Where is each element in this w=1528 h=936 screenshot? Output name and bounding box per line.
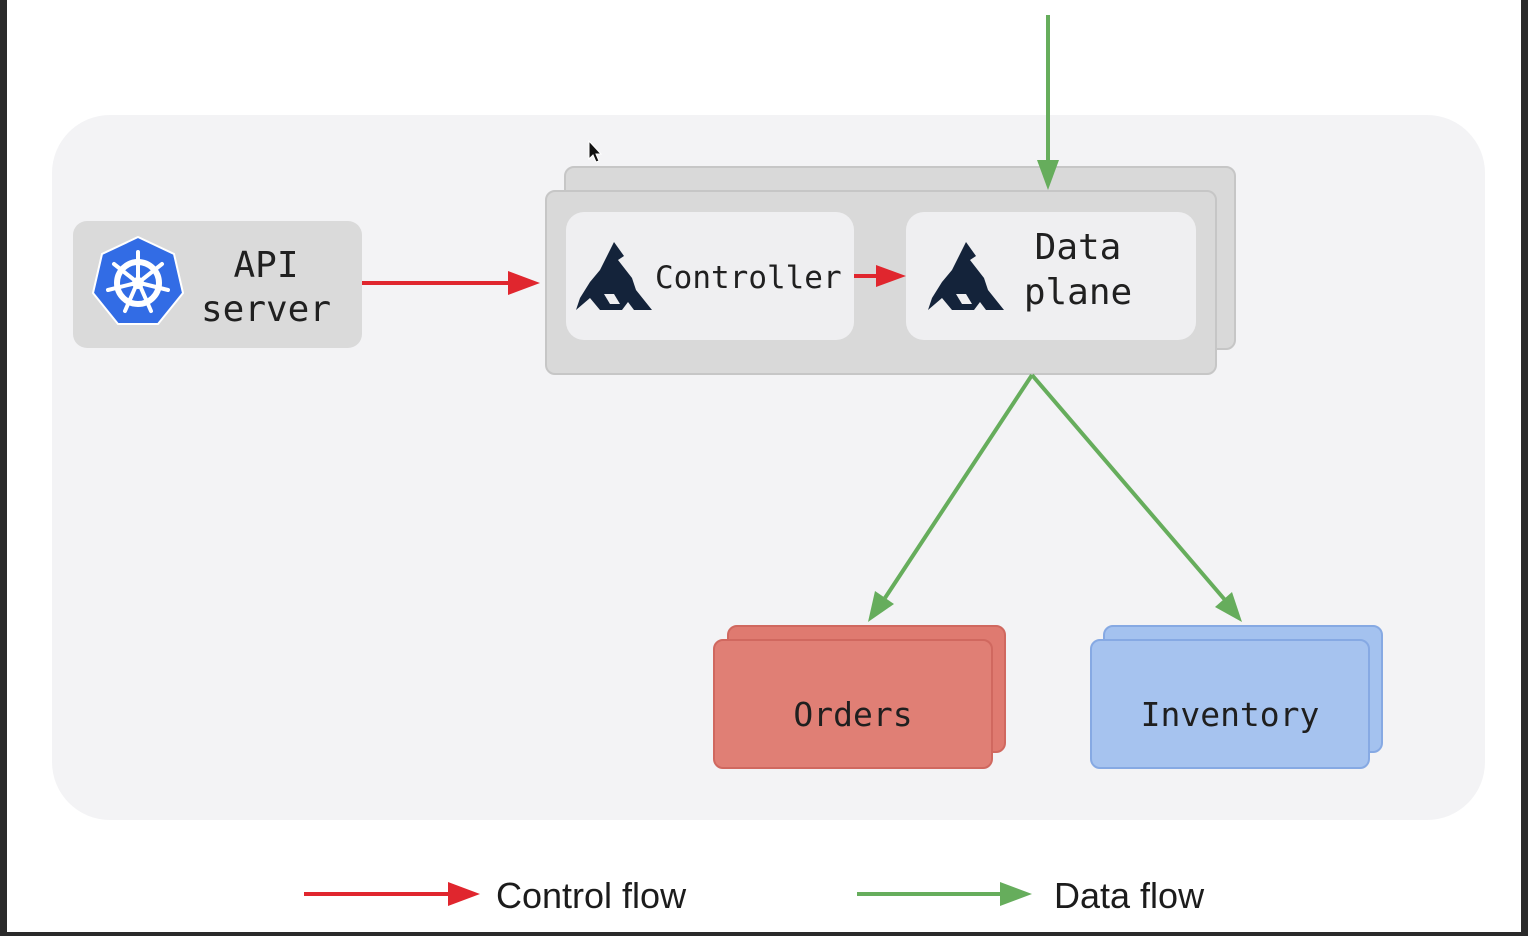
data-plane-label-line1: Data <box>1034 227 1122 268</box>
data-plane-label: Data plane <box>1013 225 1143 315</box>
legend-data-flow-label: Data flow <box>1054 875 1205 916</box>
data-plane-label-line2: plane <box>1023 272 1133 313</box>
inventory-label: Inventory <box>1140 695 1320 734</box>
inventory-service-node <box>1090 639 1370 769</box>
api-server-label-line1: API <box>233 245 299 286</box>
controller-label: Controller <box>655 260 842 296</box>
orders-label: Orders <box>793 695 913 734</box>
orders-service-node <box>713 639 993 769</box>
api-server-label: API server <box>196 244 336 332</box>
legend-control-flow-label: Control flow <box>496 875 687 916</box>
api-server-label-line2: server <box>200 289 332 330</box>
